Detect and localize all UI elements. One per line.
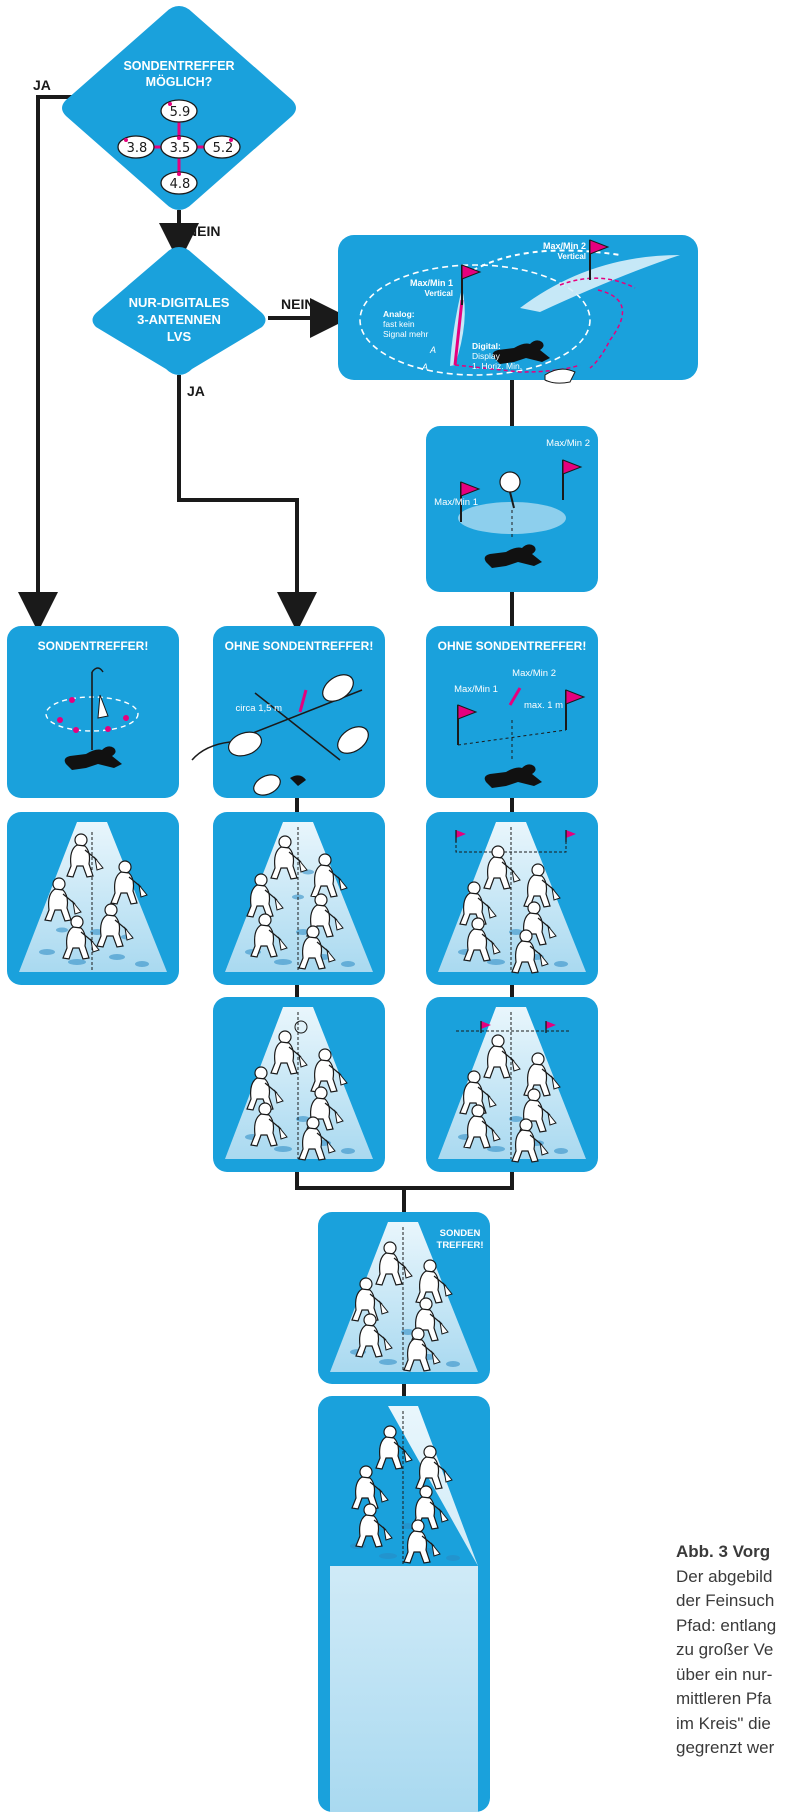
- caption-line-6: mittleren Pfa: [676, 1689, 772, 1708]
- curve-analog-2: fast kein: [383, 319, 415, 329]
- reading-bottom: 4.8: [160, 171, 198, 195]
- flags-top-right: Max/Min 2: [546, 438, 590, 449]
- probe-panel-col2-a: [213, 812, 385, 985]
- curve-digital-2: Display: [472, 351, 501, 361]
- panel-flags-top: Max/Min 1 Max/Min 2: [426, 426, 598, 592]
- col3-title: OHNE SONDENTREFFER!: [438, 639, 587, 653]
- decision2-line2: 3-ANTENNEN: [137, 312, 221, 327]
- curve-flag2-sub: Vertical: [558, 252, 586, 261]
- caption-line-1: Der abgebild: [676, 1566, 773, 1586]
- panel-col1-sondentreffer: SONDENTREFFER!: [7, 626, 179, 798]
- col3-distance: max. 1 m: [524, 700, 563, 711]
- reading-left: 3.8: [117, 135, 155, 159]
- reading-left-value: 3.8: [127, 141, 148, 156]
- probe-panel-col1: [7, 812, 179, 985]
- decision2-line3: LVS: [167, 329, 192, 344]
- connector-merge: [295, 1172, 514, 1190]
- caption-line-2: der Feinsuch: [676, 1591, 775, 1610]
- curve-a1: A: [429, 345, 436, 355]
- connector-ja-left: [18, 95, 82, 632]
- reading-top-value: 5.9: [170, 105, 191, 120]
- figure-caption: Abb. 3 Vorg Der abgebild der Feinsuch Pf…: [676, 1540, 806, 1761]
- connector-ja-down: [177, 375, 317, 632]
- reading-center-value: 3.5: [170, 141, 191, 156]
- curve-digital-3: 1. Horiz. Min.: [472, 361, 522, 371]
- probe-panel-final-b: [318, 1396, 490, 1812]
- decision-nur-digitales: NUR-DIGITALES 3-ANTENNEN LVS: [92, 247, 266, 375]
- label-nein-down: NEIN: [187, 223, 220, 239]
- decision1-line2: MÖGLICH?: [146, 74, 213, 89]
- col3-flag-left: Max/Min 1: [454, 684, 498, 695]
- reading-top: 5.9: [160, 99, 198, 123]
- probe-panel-final-a: SONDEN TREFFER!: [318, 1212, 490, 1384]
- final-label-2: TREFFER!: [437, 1240, 484, 1251]
- probe-panel-col2-b: [213, 997, 385, 1172]
- decision1-line1: SONDENTREFFER: [123, 59, 234, 73]
- label-ja-left: JA: [33, 77, 51, 93]
- reading-right: 5.2: [203, 135, 241, 159]
- curve-flag1-label: Max/Min 1: [410, 278, 453, 288]
- connectors: [18, 95, 514, 1396]
- flags-top-left: Max/Min 1: [434, 497, 478, 508]
- panel-col3-ohne-sondentreffer: OHNE SONDENTREFFER! Max/Min 1 Max/Min 2 …: [426, 626, 598, 798]
- col2-distance: circa 1,5 m: [236, 703, 283, 714]
- curve-digital-1: Digital:: [472, 341, 501, 351]
- curve-a2: A: [421, 362, 428, 372]
- caption-line-8: gegrenzt wer: [676, 1738, 775, 1757]
- reading-center: 3.5: [160, 135, 198, 159]
- decision2-line1: NUR-DIGITALES: [129, 295, 230, 310]
- probe-panels: SONDEN TREFFER!: [7, 812, 598, 1812]
- panel-search-curve: Max/Min 1 Vertical Max/Min 2 Vertical An…: [338, 235, 698, 384]
- curve-analog-3: Signal mehr: [383, 329, 429, 339]
- curve-flag2-label: Max/Min 2: [543, 241, 586, 251]
- curve-analog-1: Analog:: [383, 309, 415, 319]
- curve-flag1-sub: Vertical: [425, 289, 453, 298]
- probe-panel-col3-a: [426, 812, 598, 985]
- reading-bottom-value: 4.8: [170, 177, 191, 192]
- col2-title: OHNE SONDENTREFFER!: [225, 639, 374, 653]
- caption-title: Abb. 3 Vorg: [676, 1542, 771, 1561]
- reading-right-value: 5.2: [213, 141, 234, 156]
- label-ja-down: JA: [187, 383, 205, 399]
- caption-line-7: im Kreis" die: [676, 1713, 771, 1733]
- caption-line-4: zu großer Ve: [676, 1640, 774, 1659]
- probe-panel-col3-b: [426, 997, 598, 1172]
- col1-title: SONDENTREFFER!: [38, 639, 149, 653]
- final-label-1: SONDEN: [440, 1228, 481, 1239]
- decision-sondentreffer-moeglich: SONDENTREFFER MÖGLICH? 5.9 3.8 3.5 5.2: [62, 6, 296, 210]
- caption-line-3: Pfad: entlang: [676, 1615, 777, 1635]
- col3-flag-right: Max/Min 2: [512, 668, 556, 679]
- panel-col2-ohne-sondentreffer: OHNE SONDENTREFFER! circa 1,5 m: [191, 626, 385, 798]
- label-nein-right: NEIN: [281, 296, 314, 312]
- caption-line-5: über ein nur-: [676, 1664, 773, 1684]
